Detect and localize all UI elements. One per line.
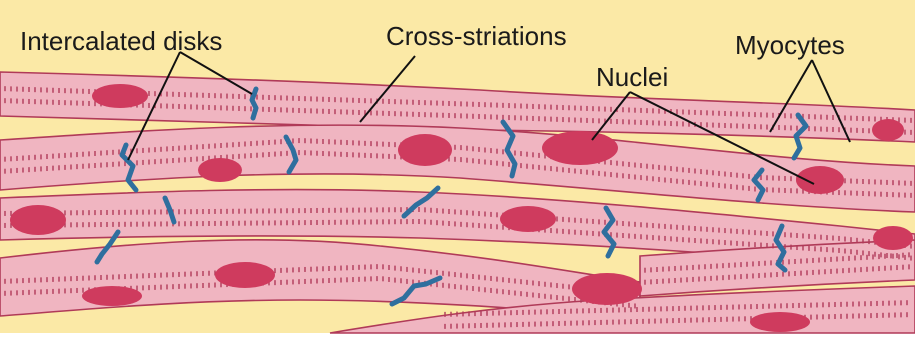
nucleus — [215, 262, 275, 288]
nucleus — [92, 84, 148, 108]
nucleus — [82, 286, 142, 306]
nucleus — [542, 131, 618, 165]
nucleus — [500, 206, 556, 232]
nucleus — [398, 134, 452, 166]
nucleus — [10, 205, 66, 235]
nucleus — [750, 312, 810, 332]
label-cross-striations: Cross-striations — [386, 21, 567, 51]
intercalated-disk — [252, 89, 256, 118]
label-myocytes: Myocytes — [735, 30, 845, 60]
nucleus — [872, 119, 904, 141]
label-intercalated-disks: Intercalated disks — [20, 26, 222, 56]
label-nuclei: Nuclei — [596, 62, 668, 92]
nucleus — [198, 158, 242, 182]
nucleus — [796, 166, 844, 194]
nucleus — [873, 226, 913, 250]
nucleus — [572, 273, 642, 305]
bottom-border — [0, 333, 915, 343]
